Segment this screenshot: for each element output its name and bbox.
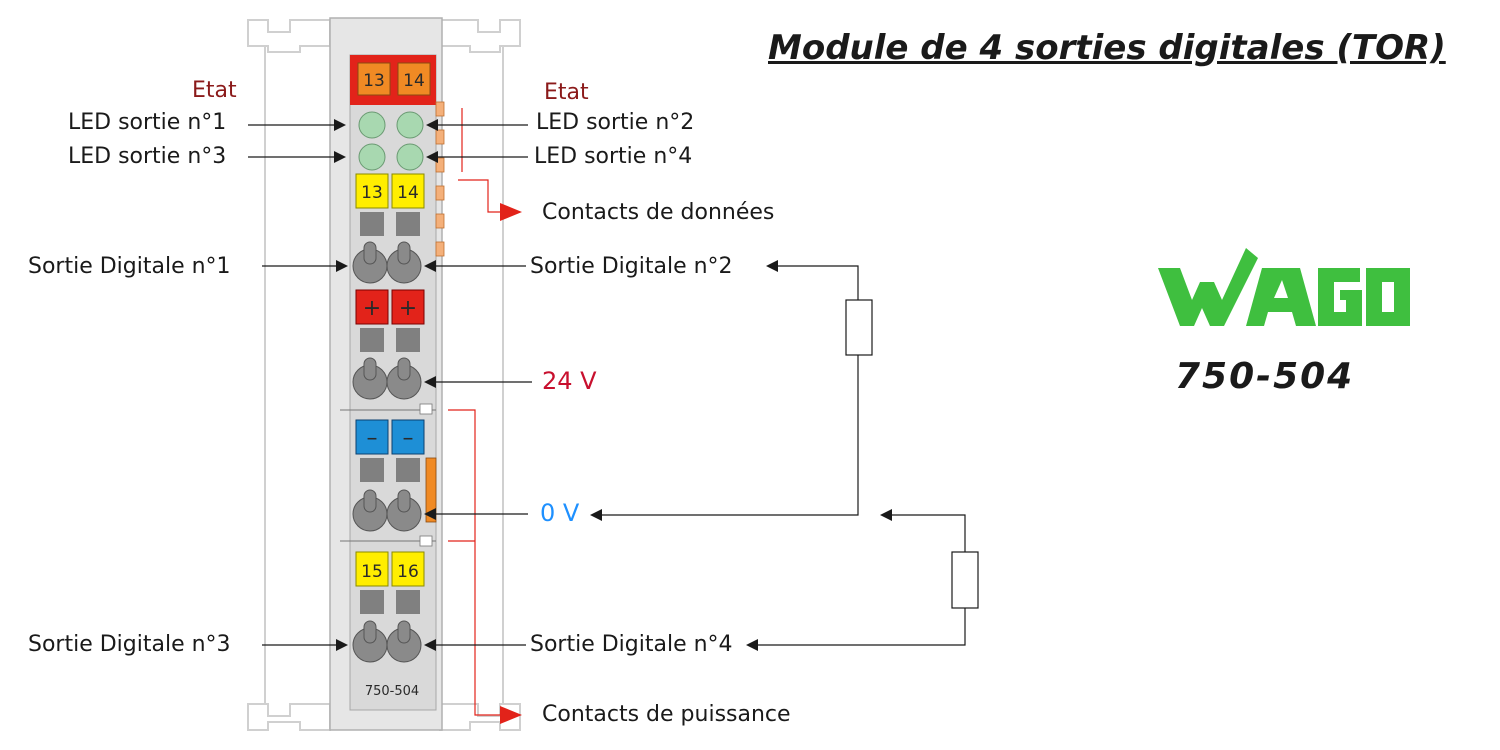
contacts-puissance-label: Contacts de puissance bbox=[542, 702, 791, 727]
push-slot-7 bbox=[360, 590, 384, 614]
number-14: 14 bbox=[397, 183, 419, 203]
top-number-13: 13 bbox=[363, 71, 385, 91]
page-title: Module de 4 sorties digitales (TOR) bbox=[768, 28, 1446, 68]
model-number: 750-504 bbox=[1175, 356, 1355, 397]
data-contacts-bracket bbox=[458, 108, 522, 221]
sortie2-label: Sortie Digitale n°2 bbox=[530, 254, 733, 279]
minus-sign-2: – bbox=[403, 426, 414, 451]
terminal-15 bbox=[355, 551, 389, 587]
push-slot-1 bbox=[360, 212, 384, 236]
minus-sign-1: – bbox=[367, 426, 378, 451]
wago-logo bbox=[1158, 248, 1410, 326]
top-terminal-14 bbox=[397, 62, 431, 96]
led-2 bbox=[396, 111, 424, 139]
plus-sign-2: + bbox=[399, 296, 417, 321]
data-contacts bbox=[435, 101, 445, 257]
led1-label: LED sortie n°1 bbox=[68, 110, 227, 135]
led2-label: LED sortie n°2 bbox=[536, 110, 695, 135]
push-slot-2 bbox=[396, 212, 420, 236]
plus-terminal-2 bbox=[391, 289, 425, 325]
etat-left-label: Etat bbox=[192, 78, 237, 103]
clamp-row-2 bbox=[352, 357, 422, 400]
push-slot-3 bbox=[360, 328, 384, 352]
push-slot-4 bbox=[396, 328, 420, 352]
v24-label: 24 V bbox=[542, 367, 597, 395]
sortie4-label: Sortie Digitale n°4 bbox=[530, 632, 733, 657]
number-16: 16 bbox=[397, 562, 419, 582]
clamp-row-4 bbox=[352, 620, 422, 663]
minus-terminal-2 bbox=[391, 419, 425, 455]
terminal-14 bbox=[391, 173, 425, 209]
led-4 bbox=[396, 143, 424, 171]
push-slot-5 bbox=[360, 458, 384, 482]
left-arrows bbox=[248, 119, 348, 651]
push-slot-6 bbox=[396, 458, 420, 482]
led-1 bbox=[358, 111, 386, 139]
push-slot-8 bbox=[396, 590, 420, 614]
sortie3-label: Sortie Digitale n°3 bbox=[28, 632, 231, 657]
number-15: 15 bbox=[361, 562, 383, 582]
led4-label: LED sortie n°4 bbox=[534, 144, 693, 169]
terminal-13 bbox=[355, 173, 389, 209]
led3-label: LED sortie n°3 bbox=[68, 144, 227, 169]
plus-terminal-1 bbox=[355, 289, 389, 325]
led-3 bbox=[358, 143, 386, 171]
power-contact bbox=[425, 457, 437, 523]
module-part-label: 750-504 bbox=[365, 684, 419, 699]
clamp-row-3 bbox=[352, 489, 422, 532]
plus-sign-1: + bbox=[363, 296, 381, 321]
terminal-16 bbox=[391, 551, 425, 587]
number-13: 13 bbox=[361, 183, 383, 203]
right-arrows bbox=[424, 119, 532, 651]
contacts-donnees-label: Contacts de données bbox=[542, 200, 775, 225]
load-circuit-2 bbox=[746, 509, 979, 651]
etat-right-label: Etat bbox=[544, 80, 589, 105]
power-contacts-bracket bbox=[448, 409, 522, 724]
wago-module: 13 14 13 14 + + bbox=[329, 17, 445, 731]
v0-label: 0 V bbox=[540, 499, 580, 527]
top-terminal-13 bbox=[357, 62, 391, 96]
minus-terminal-1 bbox=[355, 419, 389, 455]
load-circuit-1 bbox=[590, 260, 873, 521]
clamp-row-1 bbox=[352, 241, 422, 284]
sortie1-label: Sortie Digitale n°1 bbox=[28, 254, 231, 279]
top-number-14: 14 bbox=[403, 71, 425, 91]
